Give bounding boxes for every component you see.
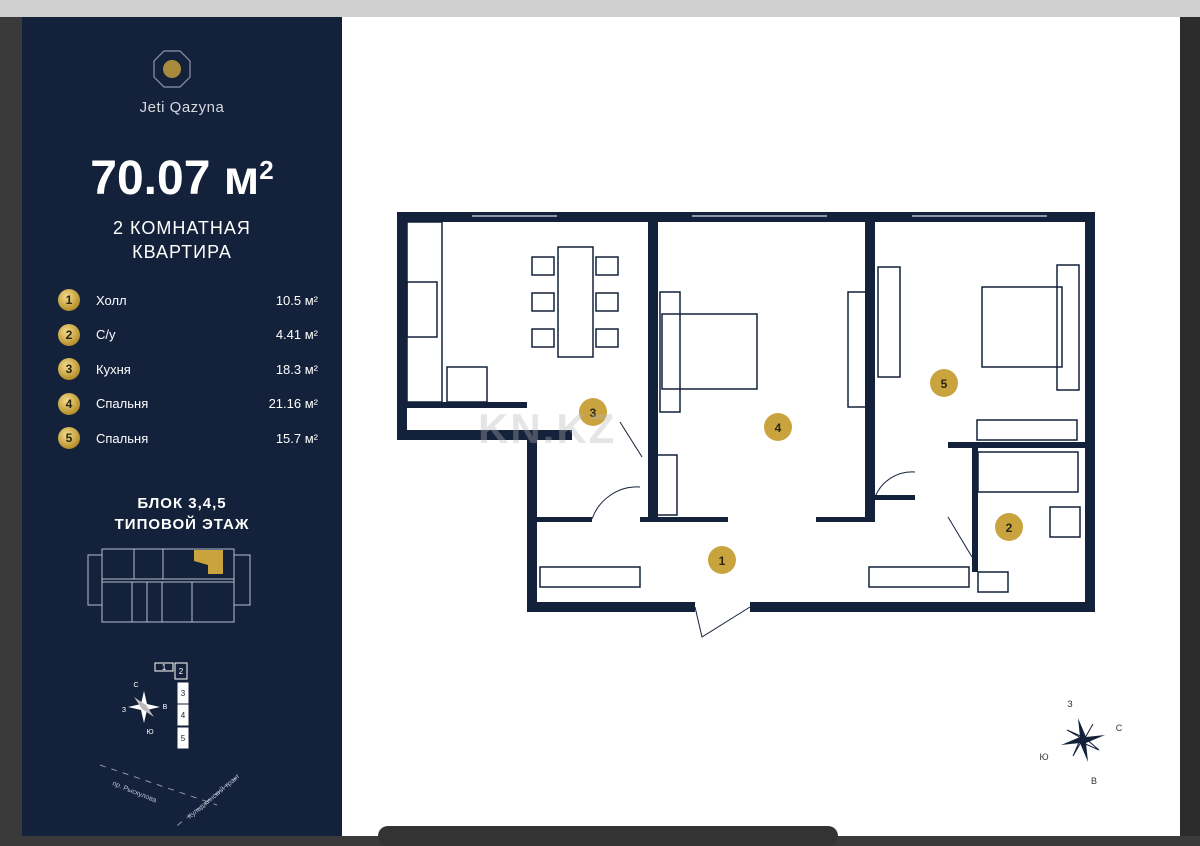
frame-edge [1180,17,1200,836]
room-badge: 5 [58,427,80,450]
apartment-area: 70.07 м2 [90,152,274,205]
block-map [154,662,189,749]
brand-name: Jeti Qazyna [139,99,225,116]
svg-text:Кульджинский тракт: Кульджинский тракт [186,772,242,821]
highlighted-apartment [194,550,223,574]
svg-text:В: В [1091,776,1097,786]
svg-text:4: 4 [775,421,782,435]
furniture [406,221,1081,593]
floor-plan-area: 1 2 3 4 5 З С Ю В [342,17,1180,836]
svg-text:3: 3 [590,406,597,420]
svg-text:2: 2 [1006,521,1013,535]
svg-text:3: 3 [181,689,186,698]
svg-text:З: З [1067,699,1072,709]
svg-text:З: З [122,707,126,714]
svg-text:5: 5 [941,377,948,391]
svg-text:2: 2 [179,667,184,676]
site-compass-icon [128,691,160,723]
room-badge: 4 [58,392,80,415]
svg-text:Ю: Ю [146,729,153,736]
brand-logo-icon [153,50,191,88]
svg-text:В: В [163,704,168,711]
floor-key-plan [87,548,251,623]
svg-text:4: 4 [181,711,186,720]
doors [591,421,973,638]
svg-text:пр. Рыскулова: пр. Рыскулова [111,780,157,804]
browser-top-strip [0,0,1200,17]
floor-plan: 1 2 3 4 5 З С Ю В [397,212,1123,786]
svg-text:С: С [133,682,138,689]
room-badge: 2 [58,323,80,346]
room-badge: 3 [58,358,80,381]
plan-compass-icon [1061,718,1105,762]
svg-text:С: С [1116,723,1123,733]
bottom-overlay-bar [378,826,838,846]
svg-text:1: 1 [162,663,167,672]
site-schematic: 1 2 3 4 5 С В З Ю пр. Рыскулова Кульджинский … [87,548,251,827]
svg-text:5: 5 [181,734,186,743]
room-markers: 1 2 3 4 5 [579,369,1023,574]
watermark: KN.KZ [478,405,617,452]
svg-text:1: 1 [719,554,726,568]
svg-text:Ю: Ю [1039,752,1048,762]
room-badge: 1 [58,289,80,312]
